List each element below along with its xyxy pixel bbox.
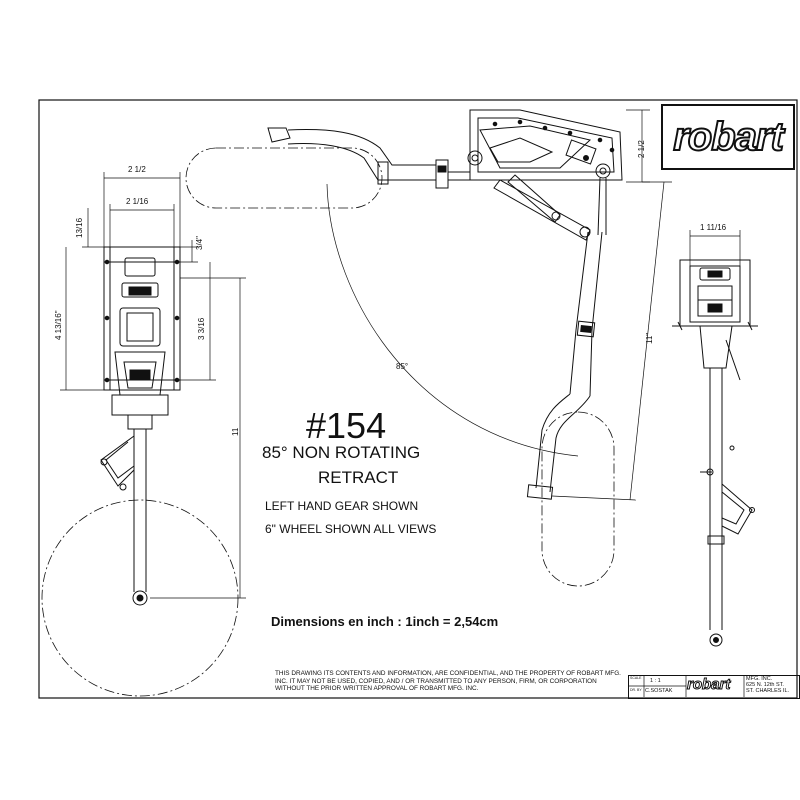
dim-front-mount-offset: 3/4" <box>195 236 204 250</box>
logo-text: robart <box>672 114 785 160</box>
confidentiality-notice: THIS DRAWING ITS CONTENTS AND INFORMATIO… <box>275 670 621 693</box>
drawn-by-label: DR. BY <box>630 688 642 692</box>
address-line-3: ST. CHARLES IL. <box>746 688 790 694</box>
robart-logo: robart <box>661 104 795 170</box>
side-view-dimensions <box>551 109 672 501</box>
front-view <box>41 246 239 697</box>
wheel-note: 6" WHEEL SHOWN ALL VIEWS <box>265 522 437 536</box>
titleblock-logo: robart <box>686 676 731 693</box>
address-line-1: MFG. INC. <box>746 676 773 682</box>
dim-front-mount-spacing: 3 3/16 <box>197 317 206 340</box>
dim-front-top-offset: 13/16 <box>75 217 84 238</box>
title-line-1: 85° NON ROTATING <box>262 443 421 462</box>
address-line-2: 625 N. 12th ST. <box>746 682 784 688</box>
scale-label: SCALE <box>630 676 642 680</box>
dim-front-width-inner: 2 1/16 <box>126 197 149 206</box>
front-view-dimensions <box>60 172 246 599</box>
side-view <box>185 109 623 587</box>
dim-front-length: 11 <box>231 427 240 436</box>
title-line-2: RETRACT <box>318 468 399 487</box>
dim-front-height-total: 4 13/16" <box>54 310 63 340</box>
scale-value: 1 : 1 <box>650 678 661 684</box>
dim-side-angle: 85° <box>396 362 409 371</box>
gear-side-note: LEFT HAND GEAR SHOWN <box>265 499 419 513</box>
end-view-dimensions <box>689 230 741 266</box>
dimensions-note: Dimensions en inch : 1inch = 2,54cm <box>271 614 499 629</box>
part-number: #154 <box>306 405 387 446</box>
dim-end-width: 1 11/16 <box>700 223 727 232</box>
sheet-border <box>38 99 798 699</box>
dim-front-width-outer: 2 1/2 <box>128 165 146 174</box>
title-block <box>628 675 745 697</box>
end-view <box>672 259 758 647</box>
drawn-by-value: C.SOSTAK <box>645 688 673 694</box>
dim-side-length: 11" <box>645 332 654 344</box>
dim-side-height: 2 1/2 <box>637 140 646 158</box>
company-address: MFG. INC. 625 N. 12th ST. ST. CHARLES IL… <box>746 676 796 694</box>
